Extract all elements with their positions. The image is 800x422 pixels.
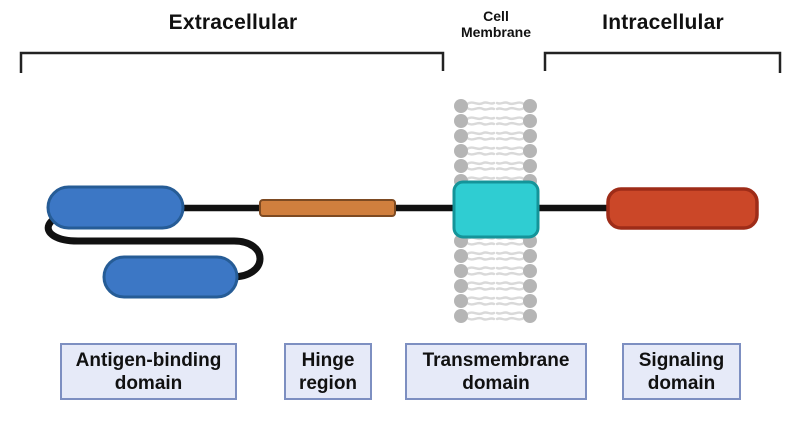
extracellular-title: Extracellular	[168, 11, 298, 34]
intracellular-bracket	[543, 51, 782, 73]
hinge-region-shape	[259, 199, 396, 217]
antigen-binding-domain-lower-shape	[102, 255, 239, 299]
cell-membrane-title: Cell Membrane	[446, 8, 546, 40]
extracellular-bracket	[19, 51, 445, 73]
label-box-signaling-domain: Signaling domain	[622, 343, 741, 400]
cell-membrane-title-line2: Membrane	[460, 24, 532, 40]
transmembrane-domain-shape	[452, 180, 540, 239]
cell-membrane-title-line1: Cell	[483, 8, 509, 24]
antigen-binding-domain-upper-shape	[46, 185, 185, 230]
label-box-transmembrane-domain: Transmembrane domain	[405, 343, 587, 400]
label-box-antigen-binding-domain: Antigen-binding domain	[60, 343, 237, 400]
signaling-domain-shape	[606, 187, 759, 230]
intracellular-title: Intracellular	[602, 11, 724, 34]
label-box-hinge-region: Hinge region	[284, 343, 372, 400]
